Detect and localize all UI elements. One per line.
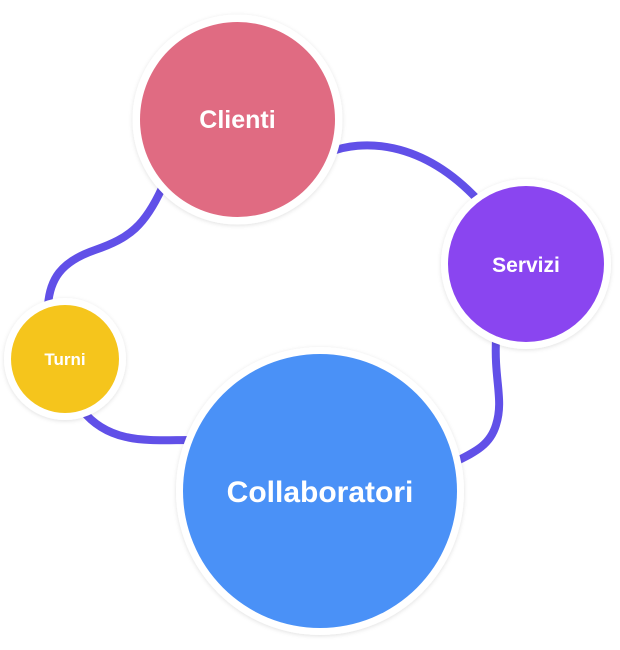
node-clienti-label: Clienti (199, 106, 275, 134)
node-collaboratori-label: Collaboratori (227, 476, 414, 509)
connector-servizi-collaboratori (453, 339, 504, 466)
node-servizi-label: Servizi (492, 254, 560, 277)
connectors (44, 141, 504, 466)
node-turni-label: Turni (44, 350, 85, 369)
node-turni[interactable]: Turni (4, 298, 126, 420)
node-turni-circle[interactable] (11, 305, 119, 413)
connector-collaboratori-turni (78, 407, 191, 445)
node-servizi-circle[interactable] (448, 186, 604, 342)
connector-clienti-servizi (328, 141, 481, 203)
node-clienti[interactable]: Clienti (132, 14, 343, 225)
node-collaboratori[interactable]: Collaboratori (176, 347, 464, 635)
node-servizi[interactable]: Servizi (441, 179, 611, 349)
connector-turni-clienti (44, 186, 166, 306)
node-clienti-circle[interactable] (140, 22, 335, 217)
node-collaboratori-circle[interactable] (183, 354, 457, 628)
